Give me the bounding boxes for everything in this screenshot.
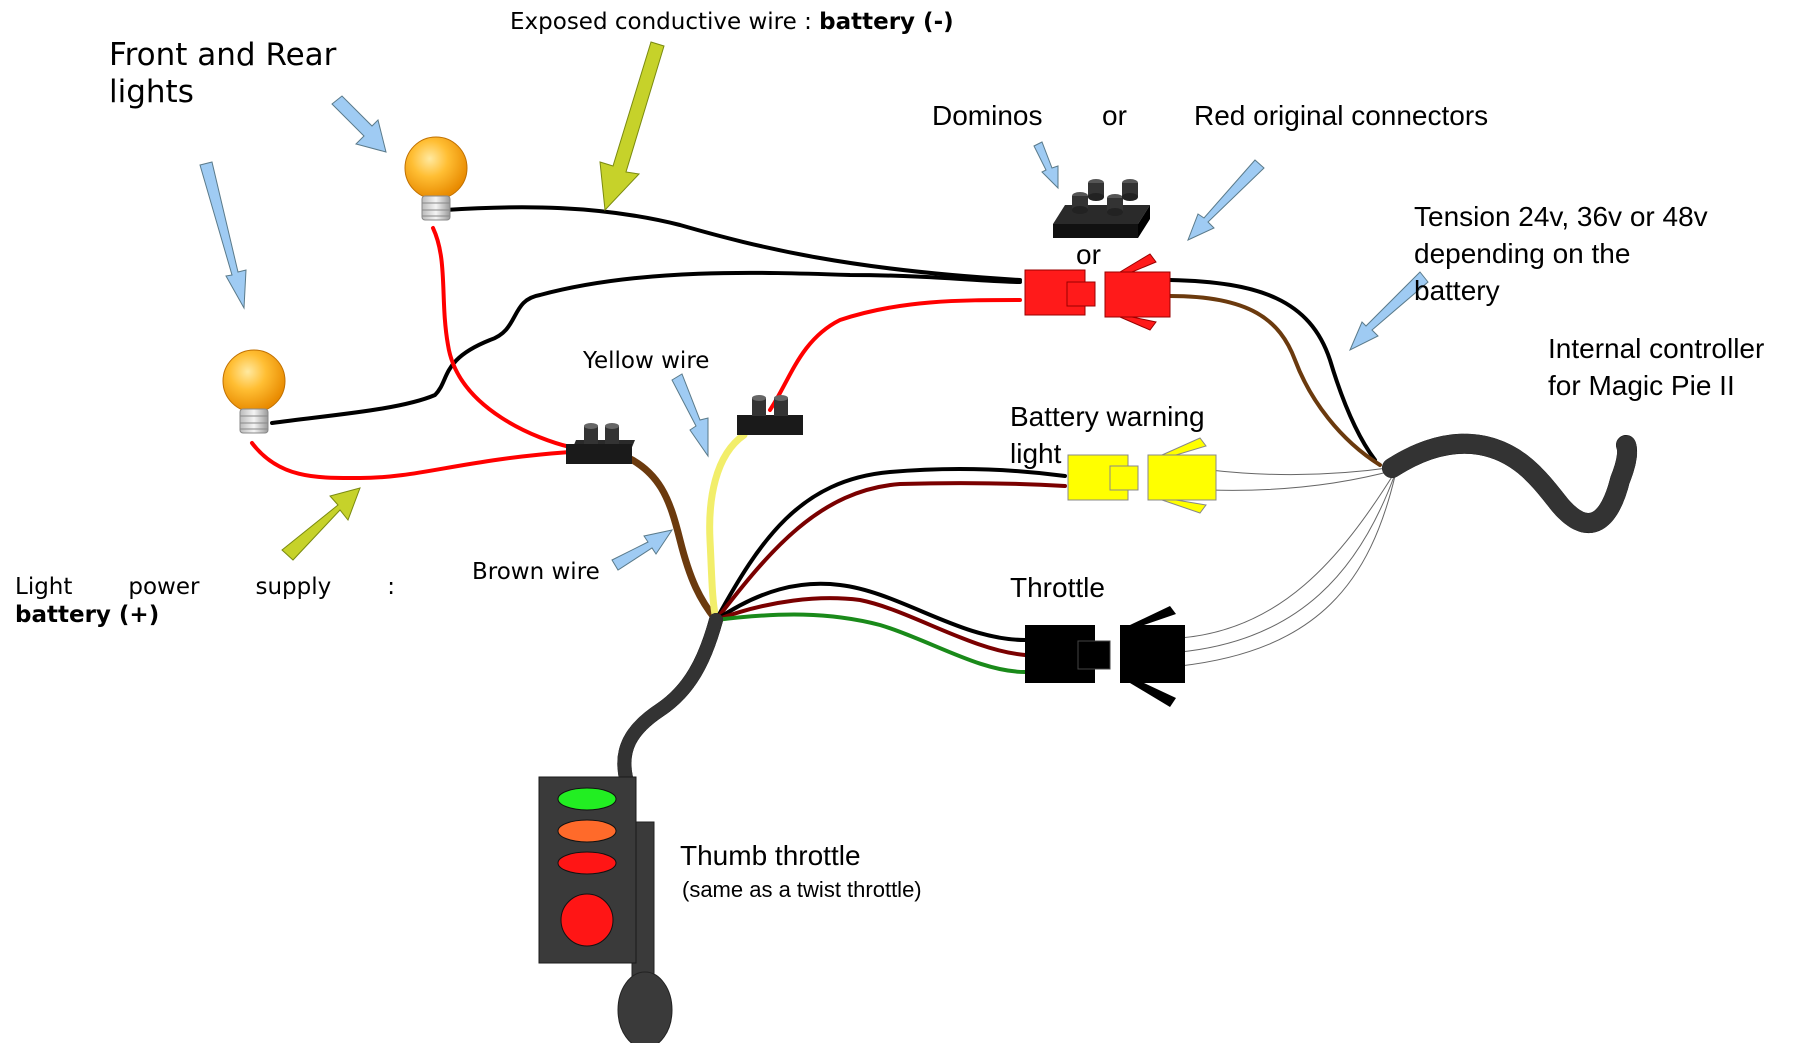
exposed-wire-text: Exposed conductive wire :: [510, 9, 820, 35]
thumb-throttle-sublabel: (same as a twist throttle): [682, 877, 922, 902]
thin-wire-1: [1209, 466, 1396, 476]
red-wire-battery-plus: [768, 298, 1022, 412]
tension-label: Tension 24v, 36v or 48v depending on the…: [1414, 198, 1708, 309]
yellow-wire-label: Yellow wire: [583, 348, 710, 374]
brown-wire-label: Brown wire: [472, 559, 600, 585]
arrow-icon: [1033, 141, 1059, 190]
brown-wire: [616, 450, 720, 624]
yellow-connector-pair: [1067, 437, 1217, 514]
tension-line2: depending on the: [1414, 238, 1631, 269]
warning-black-wire: [714, 467, 1067, 622]
lights-label-line2: lights: [109, 74, 194, 110]
lights-label-line1: Front and Rear: [109, 37, 337, 73]
domino-connector-icon: [1053, 179, 1150, 238]
battery-warning-line1: Battery warning: [1010, 401, 1205, 432]
light-bulb-icon: [222, 349, 286, 434]
controller-label: Internal controller for Magic Pie II: [1548, 330, 1764, 404]
light-power-line1: Light power supply :: [15, 573, 395, 601]
thumb-throttle-icon: [538, 776, 673, 1043]
thin-wire-3: [1179, 471, 1396, 639]
arrow-icon: [199, 161, 247, 310]
thin-wire-2: [1209, 469, 1396, 491]
arrows: [199, 41, 1429, 571]
red-wire-top-light: [431, 226, 572, 449]
wires: [250, 205, 1638, 785]
arrow-icon: [1349, 271, 1429, 352]
thin-wire-4: [1179, 473, 1396, 653]
battery-warning-line2: light: [1010, 438, 1062, 469]
yellow-wire: [706, 431, 748, 624]
black-wire-top-light: [443, 205, 1022, 282]
controller-black-wire: [1168, 278, 1377, 462]
tension-line1: Tension 24v, 36v or 48v: [1414, 201, 1708, 232]
domino-connector-icon: [566, 423, 635, 464]
tension-line3: battery: [1414, 275, 1500, 306]
throttle-label: Throttle: [1010, 572, 1105, 603]
throttle-green-wire: [714, 612, 1027, 674]
lights-label: Front and Rear lights: [109, 37, 336, 111]
arrow-icon: [331, 95, 387, 153]
controller-line2: for Magic Pie II: [1548, 370, 1735, 401]
red-connector-pair: [1024, 253, 1171, 331]
controller-brown-wire: [1168, 294, 1382, 467]
thumb-throttle-label: Thumb throttle: [680, 840, 861, 871]
exposed-wire-bold: battery (-): [819, 9, 954, 35]
thin-wire-5: [1179, 475, 1396, 667]
arrow-icon: [281, 487, 361, 561]
black-wire-bottom-light: [270, 270, 1022, 425]
or-mid-label: or: [1076, 239, 1101, 270]
or-top-label: or: [1102, 100, 1127, 131]
red-connectors-label: Red original connectors: [1194, 100, 1489, 131]
light-power-bold: battery (+): [15, 602, 160, 628]
battery-warning-label: Battery warning light: [1010, 398, 1205, 472]
light-power-word-4: :: [387, 574, 395, 600]
arrow-icon: [671, 373, 709, 458]
light-power-label: Light power supply : battery (+): [15, 573, 395, 629]
arrow-icon: [1187, 159, 1265, 241]
light-power-word-2: power: [128, 574, 200, 600]
light-bulb-icon: [404, 136, 468, 221]
arrow-icon: [599, 41, 665, 212]
exposed-wire-label: Exposed conductive wire : battery (-): [510, 8, 954, 36]
light-power-word-3: supply: [255, 574, 332, 600]
throttle-connector-pair: [1025, 606, 1185, 707]
controller-line1: Internal controller: [1548, 333, 1765, 364]
light-power-word-1: Light: [15, 574, 73, 600]
arrow-icon: [611, 529, 674, 571]
warning-darkred-wire: [714, 481, 1067, 622]
domino-connector-icon: [737, 395, 803, 435]
dominos-label: Dominos: [932, 100, 1043, 131]
red-wire-bottom-light: [250, 441, 572, 481]
throttle-darkred-wire: [714, 596, 1027, 657]
throttle-black-wire: [714, 581, 1027, 642]
